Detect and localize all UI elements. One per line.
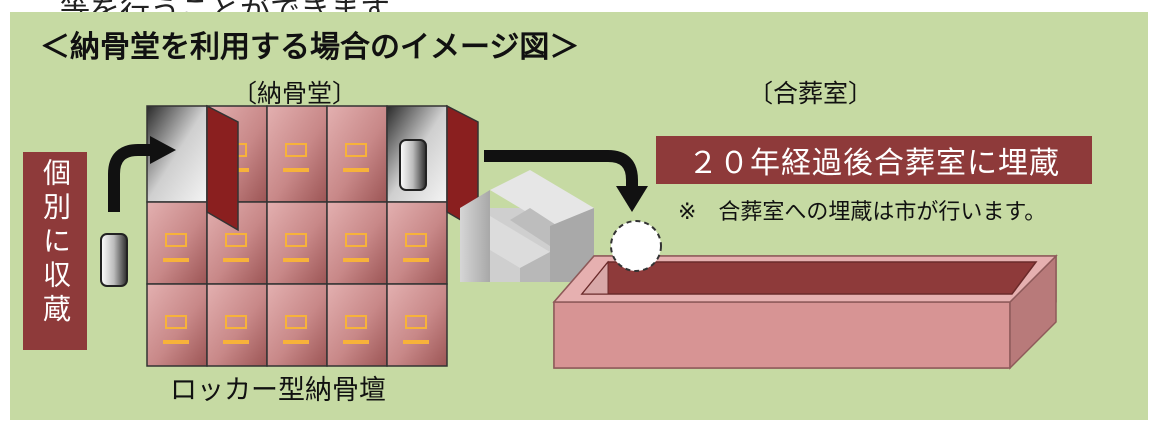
columbarium-label: 〔納骨堂〕 [232, 79, 358, 108]
locker-label: ロッカー型納骨壇 [170, 375, 386, 406]
illustration-panel: ＜納骨堂を利用する場合のイメージ図＞ 〔納骨堂〕 〔合葬室〕 ロッカー型納骨壇 … [10, 12, 1148, 420]
arrow-into-locker [108, 144, 150, 212]
remains-circle [610, 220, 662, 272]
grave-opening [580, 261, 1038, 295]
diagram-heading: ＜納骨堂を利用する場合のイメージ図＞ [40, 30, 580, 65]
communal-grave-label: 〔合葬室〕 [748, 79, 874, 108]
arrow-into-locker-head [150, 136, 176, 164]
individual-storage-box: 個別に収蔵 [23, 152, 87, 350]
transfer-banner: ２０年経過後合葬室に埋蔵 [656, 136, 1092, 184]
communal-grave [552, 254, 1058, 370]
stairs [460, 170, 594, 282]
individual-storage-label: 個別に収蔵 [39, 158, 72, 328]
urn-icon [100, 233, 128, 287]
burial-note: ※ 合葬室への埋蔵は市が行います。 [678, 200, 1047, 225]
arrow-to-grave-head [616, 186, 648, 212]
locker-grid [146, 104, 479, 367]
arrow-to-grave [484, 150, 638, 188]
urn-in-locker [399, 139, 427, 191]
locker-door-open-left [206, 104, 239, 232]
illustration-art [100, 104, 1058, 370]
